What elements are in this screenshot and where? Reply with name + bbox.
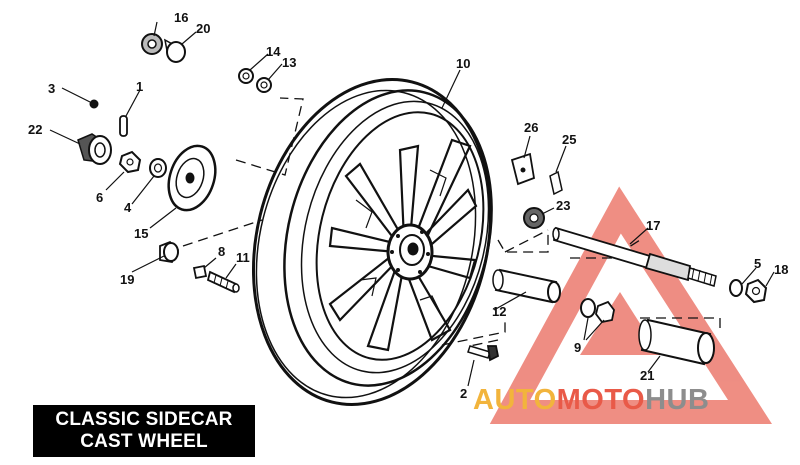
callout-18: 18	[774, 262, 788, 277]
callout-15: 15	[134, 226, 148, 241]
part-11-valve-stem	[206, 270, 240, 294]
watermark-moto: MOTO	[556, 384, 646, 416]
callout-23: 23	[556, 198, 570, 213]
watermark-auto: AUTO	[473, 384, 557, 416]
part-14-washer	[238, 68, 254, 84]
part-25-lock-tab	[549, 170, 563, 196]
watermark-hub: HUB	[645, 384, 710, 416]
callout-25: 25	[562, 132, 576, 147]
callout-4: 4	[124, 200, 132, 215]
part-4-washer	[149, 158, 167, 178]
cast-wheel	[251, 78, 493, 406]
callout-1: 1	[136, 79, 143, 94]
part-26-lock-plate	[510, 152, 536, 186]
part-2-bolt	[467, 345, 500, 362]
callout-21: 21	[640, 368, 654, 383]
title-line-2: CAST WHEEL	[80, 431, 208, 452]
part-1-pin	[119, 115, 128, 137]
part-15-cover	[167, 144, 217, 212]
part-12-spacer-tube	[492, 268, 561, 304]
part-5-washer	[729, 279, 743, 297]
part-21-sleeve	[638, 318, 715, 366]
callout-17: 17	[646, 218, 660, 233]
callout-8: 8	[218, 244, 225, 259]
part-17-axle	[552, 226, 717, 287]
watermark-text: AUTOMOTOHUB	[473, 384, 709, 417]
callout-26: 26	[524, 120, 538, 135]
callout-16: 16	[174, 10, 188, 25]
callout-9: 9	[574, 340, 581, 355]
part-19-spacer	[159, 240, 180, 263]
callout-19: 19	[120, 272, 134, 287]
part-16-bearing	[141, 33, 163, 55]
callout-numbers: 16 20 14 13 3 1 22 6 4 15 19 8 11 10 26 …	[28, 10, 788, 401]
part-23-bearing	[523, 207, 545, 229]
diagram-title-box: CLASSIC SIDECAR CAST WHEEL	[33, 405, 255, 457]
part-22-bearing	[77, 133, 112, 165]
part-3-screw	[89, 99, 99, 109]
title-line-1: CLASSIC SIDECAR	[55, 409, 233, 430]
part-20-spacer	[163, 38, 186, 63]
part-8-valve-cap	[192, 264, 208, 280]
callout-6: 6	[96, 190, 103, 205]
part-9-washer	[580, 298, 596, 318]
callout-14: 14	[266, 44, 281, 59]
callout-10: 10	[456, 56, 470, 71]
callout-20: 20	[196, 21, 210, 36]
callout-22: 22	[28, 122, 42, 137]
callout-3: 3	[48, 81, 55, 96]
callout-12: 12	[492, 304, 506, 319]
callout-13: 13	[282, 55, 296, 70]
callout-5: 5	[754, 256, 761, 271]
callout-11: 11	[236, 250, 250, 265]
part-13-washer	[256, 77, 272, 93]
watermark-triangle	[489, 186, 772, 424]
part-18-nut	[744, 278, 768, 304]
part-6-nut	[118, 150, 142, 174]
part-9-nut	[595, 300, 615, 323]
callout-leaders	[49, 21, 775, 387]
callout-2: 2	[460, 386, 467, 401]
